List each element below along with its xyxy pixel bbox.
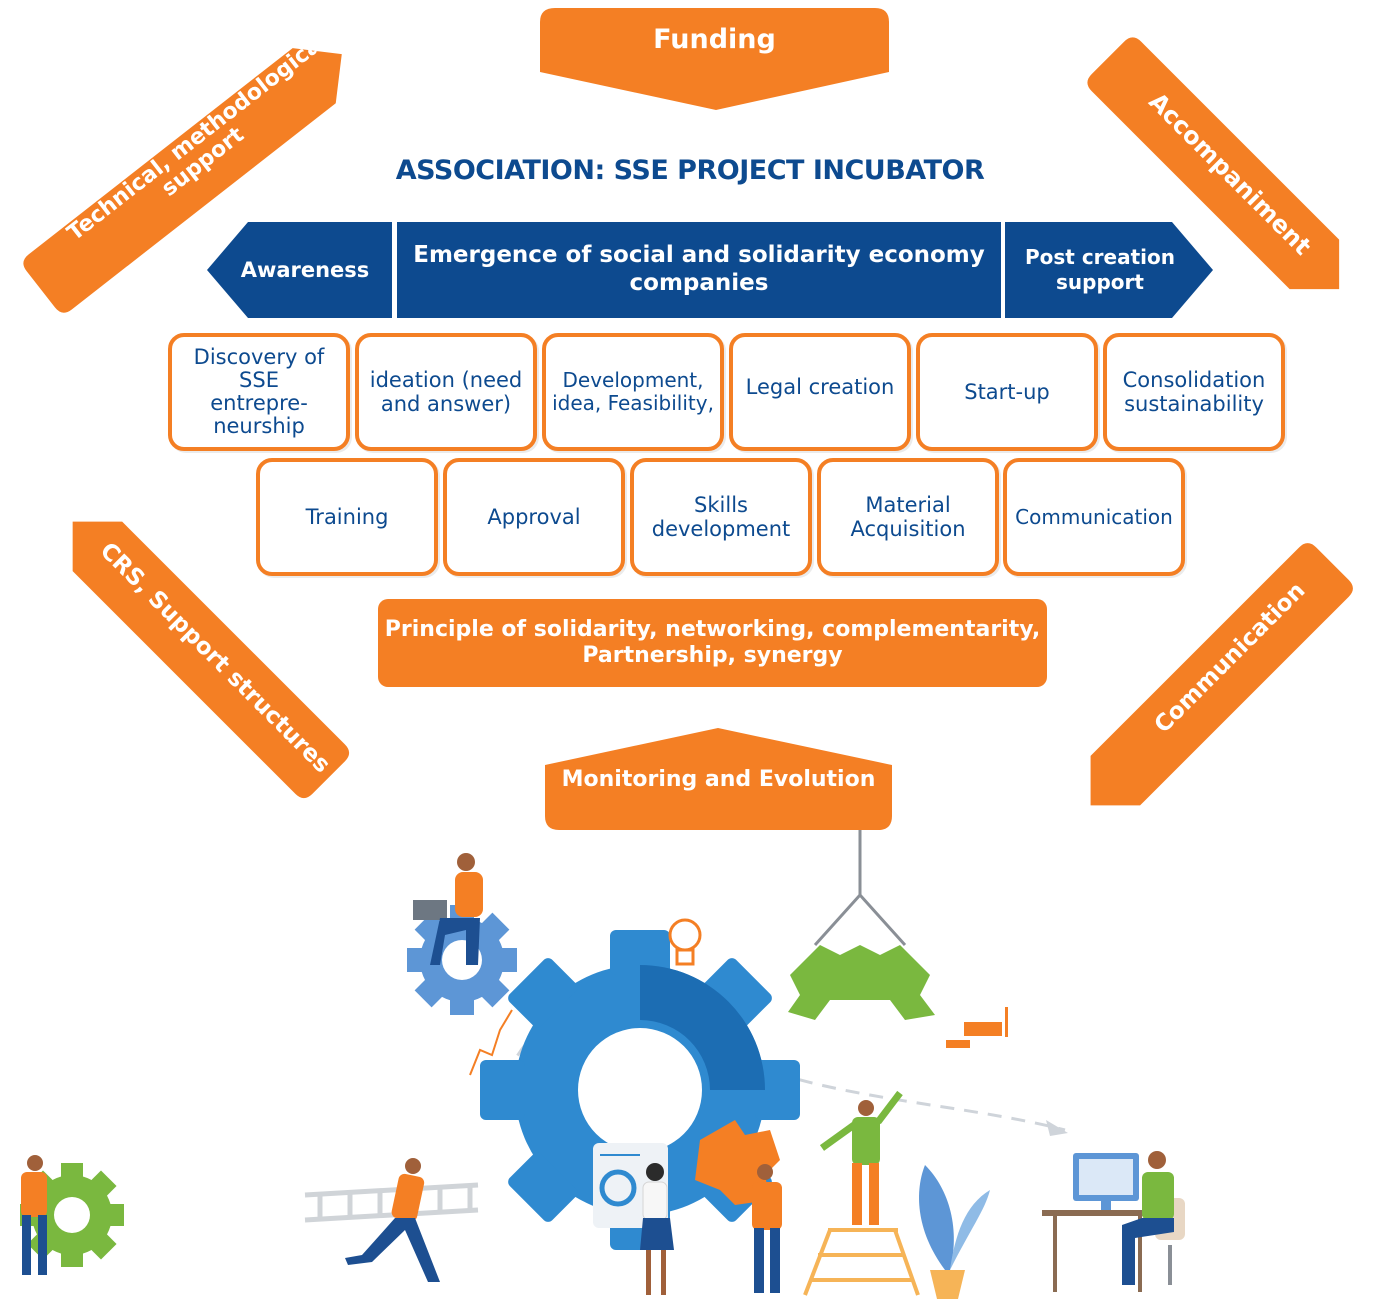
person-ladder — [819, 1090, 903, 1225]
person-puzzle — [752, 1164, 782, 1293]
plant-icon — [919, 1165, 990, 1299]
growth-line-icon — [469, 1009, 513, 1076]
dashed-arrow-head — [1046, 1120, 1068, 1136]
step-development: Development, idea, Feasibility, — [542, 333, 724, 451]
person-desk — [1122, 1151, 1174, 1285]
step-skills-development-line2: development — [651, 517, 791, 541]
step-discovery-line2: SSE — [239, 367, 279, 392]
step-discovery-line4: neurship — [213, 414, 305, 439]
emergence-band — [397, 222, 1001, 318]
person-woman — [640, 1163, 674, 1295]
large-gear-icon — [480, 930, 800, 1250]
step-discovery-line1: Discovery of — [193, 344, 325, 369]
step-ideation: ideation (need and answer) — [355, 333, 537, 451]
principle-label: Principle of solidarity, networking, com… — [378, 599, 1047, 687]
mini-bar-icon — [946, 1007, 1008, 1048]
funding-label: Funding — [653, 24, 776, 55]
step-start-up: Start-up — [916, 333, 1098, 451]
step-approval-line1: Approval — [487, 504, 581, 529]
step-ladder-icon — [803, 1228, 920, 1296]
diagram-title: ASSOCIATION: SSE PROJECT INCUBATOR — [395, 155, 985, 186]
step-skills-development: Skills development — [630, 458, 812, 576]
principle-label-line2: Partnership, synergy — [582, 643, 843, 668]
step-development-line1: Development, — [562, 368, 704, 392]
monitoring-shape — [545, 728, 892, 830]
step-training-line1: Training — [305, 504, 389, 529]
post-creation-label-line2: support — [1056, 270, 1144, 294]
awareness-label: Awareness — [240, 258, 370, 282]
post-creation-label: Post creation support — [1005, 222, 1195, 318]
bottom-right-arrow — [1090, 543, 1353, 806]
step-development-line2: idea, Feasibility, — [552, 391, 714, 415]
step-legal-creation: Legal creation — [729, 333, 911, 451]
step-communication: Communication — [1003, 458, 1185, 576]
post-creation-band — [1005, 222, 1213, 318]
person-running — [345, 1158, 440, 1282]
step-ideation-line2: and answer) — [380, 392, 512, 416]
bottom-left-arrow — [72, 521, 350, 799]
person-laptop — [413, 853, 483, 965]
lightbulb-icon — [668, 918, 702, 966]
step-skills-development-line1: Skills — [694, 492, 748, 517]
principle-label-line1: Principle of solidarity, networking, com… — [384, 616, 1041, 642]
principle-bar — [378, 599, 1047, 687]
step-consolidation-line2: sustainability — [1124, 392, 1264, 416]
top-right-arrow — [1087, 37, 1340, 290]
step-material-acquisition-line1: Material — [865, 492, 951, 517]
crane-hook — [813, 893, 907, 947]
funding-shape — [540, 8, 889, 110]
step-approval: Approval — [443, 458, 625, 576]
step-material-acquisition: Material Acquisition — [817, 458, 999, 576]
step-start-up-line1: Start-up — [964, 379, 1050, 404]
step-communication-line1: Communication — [1015, 504, 1173, 529]
ladder-icon — [304, 1182, 479, 1223]
emergence-label-line1: Emergence of social and solidarity econo… — [413, 242, 985, 269]
top-left-arrow — [23, 48, 342, 313]
step-consolidation-line1: Consolidation — [1122, 367, 1266, 392]
green-gear-icon — [20, 1163, 124, 1267]
step-discovery: Discovery of SSE entrepre- neurship — [168, 333, 350, 451]
monitoring-label: Monitoring and Evolution — [561, 767, 876, 792]
post-creation-label-line1: Post creation — [1025, 245, 1175, 269]
step-discovery-line3: entrepre- — [210, 391, 308, 415]
person-gear — [21, 1155, 47, 1275]
step-ideation-line1: ideation (need — [369, 367, 523, 392]
step-material-acquisition-line2: Acquisition — [850, 517, 966, 541]
step-training: Training — [256, 458, 438, 576]
awareness-band — [207, 222, 392, 318]
emergence-label: Emergence of social and solidarity econo… — [397, 222, 1001, 318]
step-legal-creation-line1: Legal creation — [745, 374, 895, 399]
emergence-label-line2: companies — [629, 270, 769, 296]
step-consolidation: Consolidation sustainability — [1103, 333, 1285, 451]
hanging-green-gear-icon — [788, 945, 935, 1020]
